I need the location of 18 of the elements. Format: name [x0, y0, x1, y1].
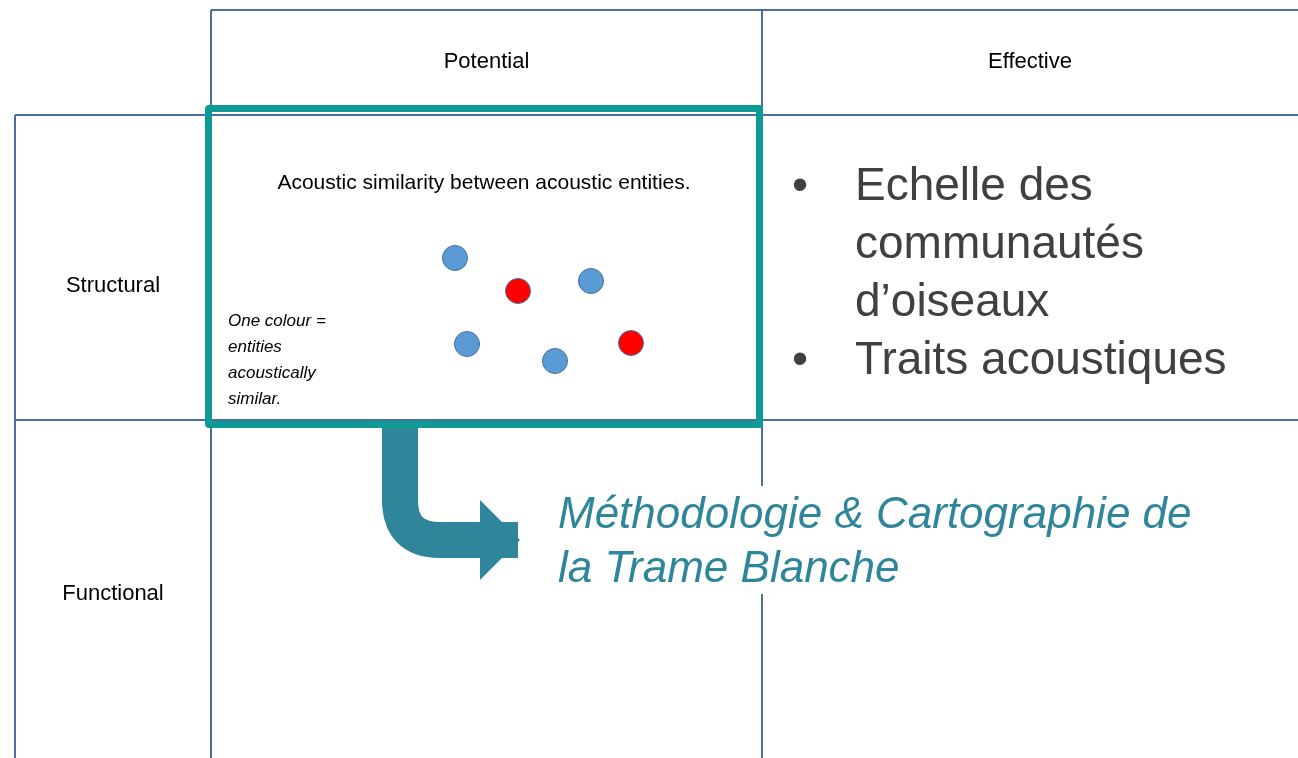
- arrow: [382, 428, 520, 580]
- row-header: Structural: [64, 272, 162, 298]
- row-header: Functional: [61, 580, 165, 606]
- dot: [442, 245, 468, 271]
- dot: [578, 268, 604, 294]
- column-header: Potential: [442, 48, 531, 74]
- box-title: Acoustic similarity between acoustic entities.: [276, 170, 692, 194]
- bullet-mark: •: [792, 331, 810, 386]
- bullet-item: Echelle des communautés d’oiseaux: [855, 157, 1145, 328]
- dot: [454, 331, 480, 357]
- bullet-mark: •: [792, 157, 810, 212]
- dot: [542, 348, 568, 374]
- dot: [505, 278, 531, 304]
- note-text: One colour = entities acoustically similar.: [228, 310, 327, 410]
- highlight-box: [205, 105, 763, 428]
- dot: [618, 330, 644, 356]
- column-header: Effective: [987, 48, 1073, 74]
- bullet-item: Traits acoustiques: [855, 331, 1228, 386]
